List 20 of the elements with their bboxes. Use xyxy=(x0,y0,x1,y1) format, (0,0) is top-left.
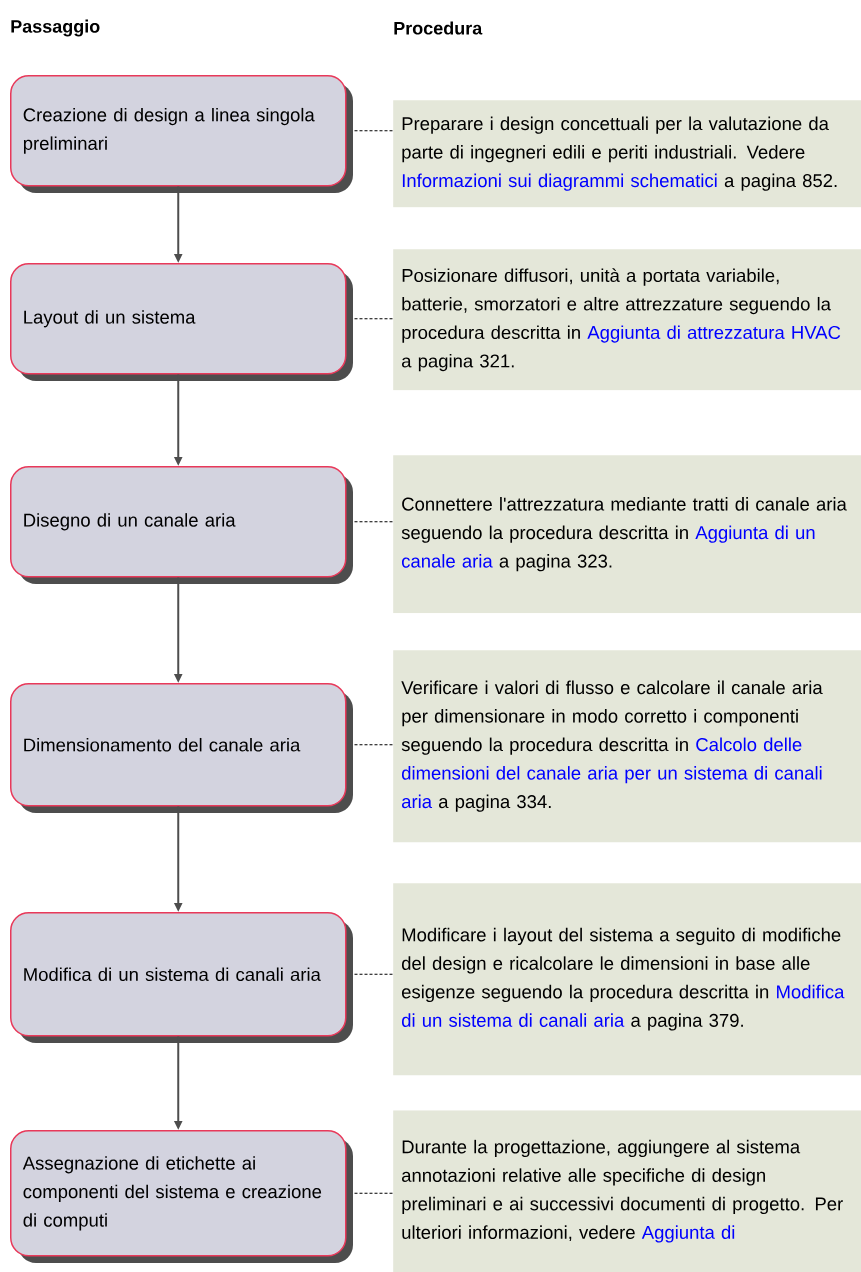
connector-line xyxy=(354,744,394,746)
connector-line xyxy=(354,973,394,975)
procedure-box: Connettere l'attrezzatura mediante tratti di canale aria seguendo la procedura descritta in Aggiunta di un canale aria a pagina 323. xyxy=(393,455,861,614)
step-box: Modifica di un sistema di canali aria xyxy=(10,912,353,1043)
step-box: Assegnazione di etichette ai componenti del sistema e creazione di computi xyxy=(10,1130,353,1263)
connector-line xyxy=(354,521,394,523)
procedure-box: Preparare i design concettuali per la valutazione da parte di ingegneri edili e periti industriali. Vedere Informazioni sui diagrammi schematici a pagina 852. xyxy=(393,100,861,208)
step-box: Creazione di design a linea singola preliminari xyxy=(10,75,353,193)
procedure-box: Posizionare diffusori, unità a portata variabile, batterie, smorzatori e altre attrezzature seguendo la procedura descritta in Aggiunta di attrezzatura HVAC a pagina 321. xyxy=(393,249,861,391)
procedure-box: Verificare i valori di flusso e calcolare il canale aria per dimensionare in modo corretto i componenti seguendo la procedura descritta in Calcolo delle dimensioni del canale aria per un sistema di canali aria a pagina 334. xyxy=(393,650,861,843)
connector-line xyxy=(354,318,394,320)
column-heading: Procedura xyxy=(394,21,483,35)
connector-line xyxy=(354,130,394,132)
step-box: Dimensionamento del canale aria xyxy=(10,683,353,813)
connector-line xyxy=(354,1192,394,1194)
step-box: Disegno di un canale aria xyxy=(10,466,353,584)
step-box: Layout di un sistema xyxy=(10,263,353,381)
procedure-box: Durante la progettazione, aggiungere al sistema annotazioni relative alle specifiche di design preliminari e ai successivi documenti di progetto. Per ulteriori informazioni, vedere Aggiunta di xyxy=(393,1110,861,1272)
procedure-box: Modificare i layout del sistema a seguito di modifiche del design e ricalcolare le dimensioni in base alle esigenze seguendo la procedura descritta in Modifica di un sistema di canali aria a pagina 379. xyxy=(393,883,861,1076)
column-heading: Passaggio xyxy=(11,19,100,37)
